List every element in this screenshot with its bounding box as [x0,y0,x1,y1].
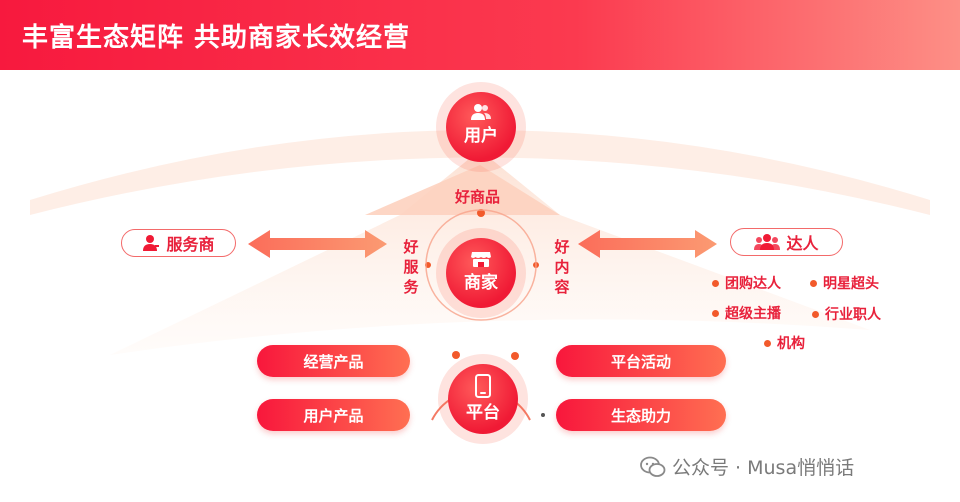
talent-label: 达人 [786,234,819,253]
talent-item-label: 明星超头 [823,276,879,292]
bullet-dot [712,309,719,317]
talent-item: 团购达人 [712,273,781,293]
user-node-label: 用户 [464,126,498,146]
talent-item: 机构 [764,333,805,353]
talent-item-label: 超级主播 [725,306,781,322]
watermark-text: 公众号 · Musa悄悄话 [672,457,855,479]
inner-fan [365,165,560,215]
platform-node-label: 平台 [466,403,500,423]
merchant-node: 商家 [446,238,516,308]
pill-ecosystem-support: 生态助力 [556,399,726,431]
talent-item-label: 行业职人 [825,307,881,323]
pill-operation-products: 经营产品 [257,345,410,377]
bullet-dot [712,279,719,287]
platform-node: 平台 [448,364,518,434]
good-service-label: 好服务 [403,238,419,296]
talent-item-label: 团购达人 [725,276,781,292]
watermark: 公众号 · Musa悄悄话 [640,453,854,480]
talent-item: 行业职人 [812,304,881,324]
talent-item-label: 机构 [777,336,805,352]
good-product-label: 好商品 [455,188,501,206]
pill-user-products: 用户产品 [257,399,410,431]
store-icon [471,252,491,267]
wechat-icon [640,456,666,477]
right-double-arrow [578,230,717,258]
merchant-node-label: 商家 [464,273,498,293]
service-provider-pill: 服务商 [121,229,236,257]
page-title: 丰富生态矩阵 共助商家长效经营 [22,23,411,53]
talent-item: 超级主播 [712,303,781,323]
phone-icon [475,374,491,398]
talent-item: 明星超头 [810,273,879,293]
merchant-ring [425,209,537,321]
bullet-dot [764,339,771,347]
pill-platform-activities: 平台活动 [556,345,726,377]
talent-pill: 达人 [730,228,843,256]
outer-arc-band [30,130,930,215]
person-icon [143,235,160,251]
header-banner: 丰富生态矩阵 共助商家长效经营 [0,0,960,70]
users-icon [471,104,491,120]
bullet-dot [810,279,817,287]
user-node: 用户 [446,92,516,162]
good-content-label: 好内容 [554,238,570,296]
bullet-dot [812,310,819,318]
service-provider-label: 服务商 [166,235,215,254]
left-double-arrow [248,230,387,258]
group-icon [754,234,781,250]
